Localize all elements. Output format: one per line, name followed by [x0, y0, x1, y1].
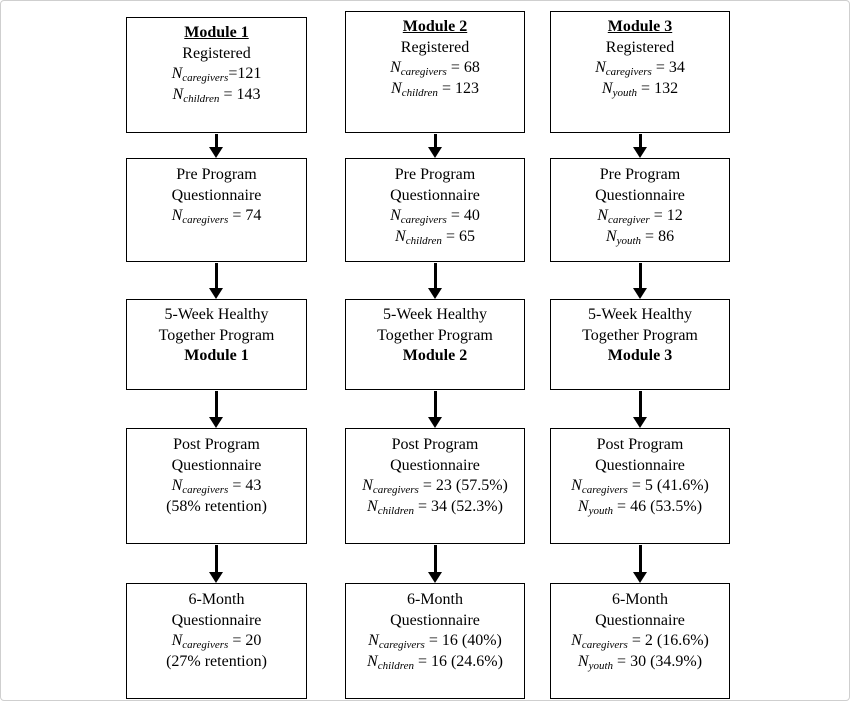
module3-registered-box: Module 3 Registered Ncaregivers = 34 Nyo…	[550, 11, 730, 133]
program-module: Module 1	[184, 347, 249, 364]
down-arrow-icon	[428, 263, 442, 299]
count-line: Nyouth = 30 (34.9%)	[577, 652, 703, 672]
step-subtitle: Questionnaire	[390, 186, 480, 204]
count-line: Nyouth = 46 (53.5%)	[577, 497, 703, 517]
step-title: Post Program	[173, 436, 260, 453]
count-line: Ncaregivers = 43	[171, 477, 262, 496]
registered-label: Registered	[182, 44, 251, 62]
module2-six-month-box: 6-Month Questionnaire Ncaregivers = 16 (…	[345, 583, 525, 699]
step-title: 6-Month	[612, 591, 668, 608]
count-line: Ncaregivers = 20	[171, 632, 262, 651]
count-line: Ncaregivers = 74	[171, 207, 262, 226]
down-arrow-icon	[209, 545, 223, 583]
count-line: Ncaregiver = 12	[597, 207, 683, 226]
program-line: 5-Week Healthy	[383, 306, 487, 323]
module1-registered-box: Module 1 Registered Ncaregivers=121 Nchi…	[126, 17, 307, 133]
step-title: Pre Program	[394, 166, 476, 183]
step-subtitle: Questionnaire	[171, 186, 262, 204]
module1-program-box: 5-Week Healthy Together Program Module 1	[126, 299, 307, 390]
count-line: Nchildren = 16 (24.6%)	[367, 652, 503, 672]
module3-program-box: 5-Week Healthy Together Program Module 3	[550, 299, 730, 390]
step-subtitle: Questionnaire	[595, 456, 685, 474]
step-subtitle: Questionnaire	[595, 186, 685, 204]
count-line: Ncaregivers = 40	[390, 207, 480, 226]
count-line: Nyouth = 86	[605, 227, 675, 247]
module1-six-month-box: 6-Month Questionnaire Ncaregivers = 20 (…	[126, 583, 307, 699]
step-title: 6-Month	[188, 591, 245, 608]
down-arrow-icon	[428, 134, 442, 158]
count-line: Ncaregivers = 5 (41.6%)	[571, 477, 709, 496]
program-module: Module 3	[607, 347, 673, 364]
module3-pre-program-box: Pre Program Questionnaire Ncaregiver = 1…	[550, 158, 730, 262]
down-arrow-icon	[428, 545, 442, 583]
count-line: Nchildren = 123	[391, 79, 479, 99]
down-arrow-icon	[633, 391, 647, 428]
count-line: Ncaregivers = 23 (57.5%)	[362, 477, 508, 496]
program-module: Module 2	[402, 347, 468, 364]
module2-pre-program-box: Pre Program Questionnaire Ncaregivers = …	[345, 158, 525, 262]
count-line: Ncaregivers = 16 (40%)	[368, 632, 502, 651]
module-title: Module 3	[607, 18, 673, 35]
program-line: Together Program	[377, 326, 493, 344]
down-arrow-icon	[209, 134, 223, 158]
count-line: Nchildren = 34 (52.3%)	[367, 497, 503, 517]
step-title: Pre Program	[176, 166, 257, 183]
step-subtitle: Questionnaire	[171, 456, 262, 474]
module1-pre-program-box: Pre Program Questionnaire Ncaregivers = …	[126, 158, 307, 262]
module1-post-program-box: Post Program Questionnaire Ncaregivers =…	[126, 428, 307, 544]
down-arrow-icon	[428, 391, 442, 428]
program-line: Together Program	[582, 326, 698, 344]
count-line: Ncaregivers=121	[171, 65, 262, 84]
count-line: Ncaregivers = 2 (16.6%)	[571, 632, 709, 651]
down-arrow-icon	[633, 134, 647, 158]
program-line: Together Program	[158, 326, 275, 344]
count-line: Nchildren = 65	[395, 227, 475, 247]
retention-note: (58% retention)	[166, 497, 267, 515]
step-subtitle: Questionnaire	[595, 611, 685, 629]
module-title: Module 1	[184, 24, 249, 41]
retention-note: (27% retention)	[166, 652, 267, 670]
count-line: Ncaregivers = 68	[390, 59, 480, 78]
down-arrow-icon	[633, 545, 647, 583]
step-subtitle: Questionnaire	[171, 611, 262, 629]
count-line: Nchildren = 143	[172, 85, 261, 105]
module2-post-program-box: Post Program Questionnaire Ncaregivers =…	[345, 428, 525, 544]
step-title: Pre Program	[599, 166, 681, 183]
count-line: Ncaregivers = 34	[595, 59, 685, 78]
step-title: 6-Month	[407, 591, 463, 608]
step-subtitle: Questionnaire	[390, 456, 480, 474]
down-arrow-icon	[209, 391, 223, 428]
step-title: Post Program	[596, 436, 684, 453]
down-arrow-icon	[633, 263, 647, 299]
module2-registered-box: Module 2 Registered Ncaregivers = 68 Nch…	[345, 11, 525, 133]
registered-label: Registered	[605, 38, 675, 56]
step-title: Post Program	[391, 436, 479, 453]
program-line: 5-Week Healthy	[164, 306, 269, 323]
module-title: Module 2	[402, 18, 468, 35]
program-line: 5-Week Healthy	[588, 306, 692, 323]
module2-program-box: 5-Week Healthy Together Program Module 2	[345, 299, 525, 390]
down-arrow-icon	[209, 263, 223, 299]
module3-six-month-box: 6-Month Questionnaire Ncaregivers = 2 (1…	[550, 583, 730, 699]
module3-post-program-box: Post Program Questionnaire Ncaregivers =…	[550, 428, 730, 544]
registered-label: Registered	[400, 38, 470, 56]
count-line: Nyouth = 132	[601, 79, 679, 99]
step-subtitle: Questionnaire	[390, 611, 480, 629]
